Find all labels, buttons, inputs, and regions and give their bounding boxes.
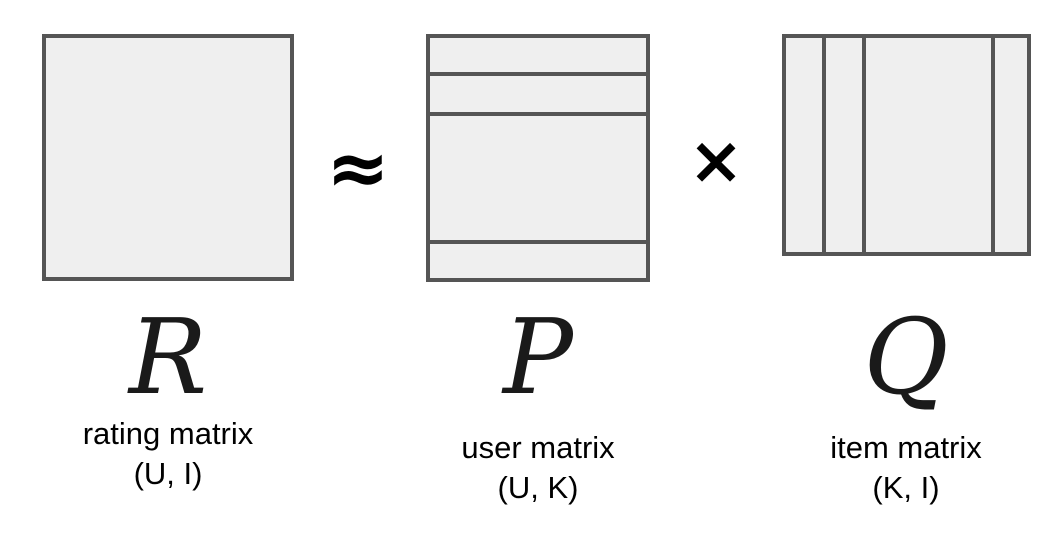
rating-matrix-symbol: R [128, 296, 208, 418]
user-matrix-label: user matrix [461, 430, 615, 465]
user-matrix-dims: (U, K) [497, 470, 579, 505]
user-matrix-box [426, 34, 650, 282]
item-matrix-label: item matrix [830, 430, 982, 465]
user-matrix-caption: user matrix (U, K) [418, 428, 658, 508]
user-row-line [430, 240, 646, 244]
rating-matrix-box [42, 34, 294, 281]
rating-matrix-dims: (U, I) [133, 456, 203, 491]
rating-matrix-caption: rating matrix (U, I) [48, 414, 288, 494]
item-column-line [822, 38, 826, 252]
item-column-line [991, 38, 995, 252]
user-row-line [430, 112, 646, 116]
item-matrix-caption: item matrix (K, I) [786, 428, 1026, 508]
item-matrix-box [782, 34, 1031, 256]
times-symbol: × [688, 122, 744, 199]
item-column-line [862, 38, 866, 252]
approx-symbol: ≈ [326, 123, 390, 212]
item-matrix-symbol: Q [863, 296, 949, 418]
item-matrix-dims: (K, I) [872, 470, 940, 505]
rating-matrix-label: rating matrix [82, 416, 254, 451]
user-row-line [430, 72, 646, 76]
user-matrix-symbol: P [503, 296, 573, 418]
